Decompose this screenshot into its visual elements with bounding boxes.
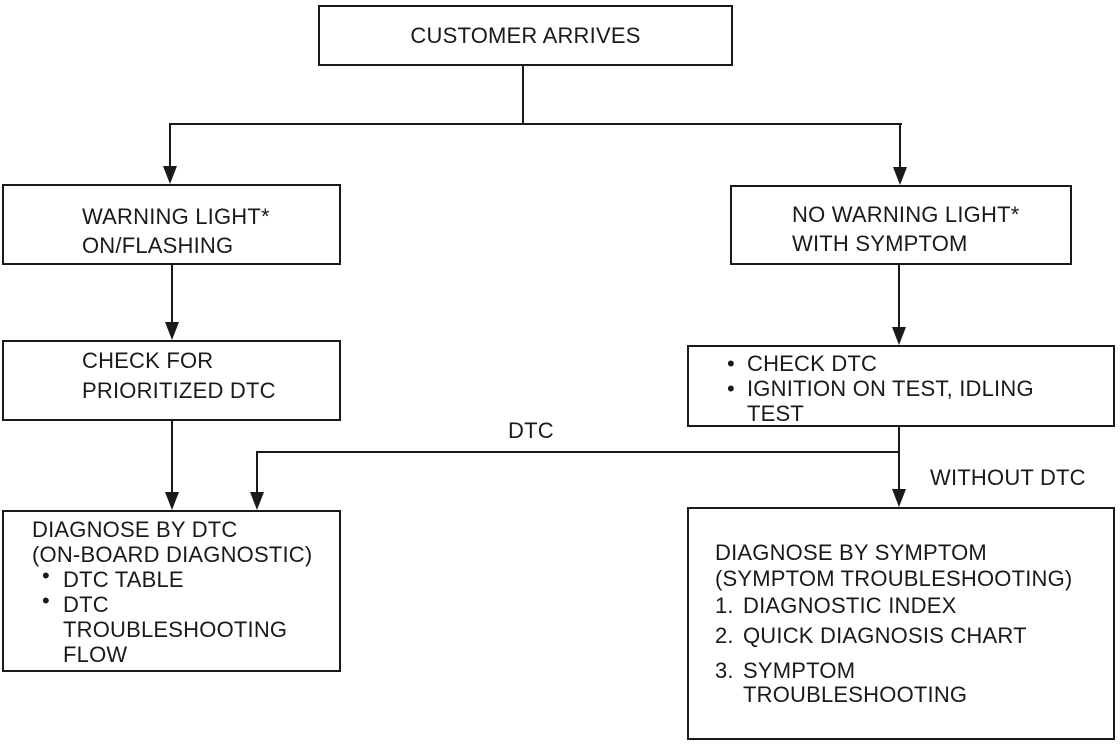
bullet-item: • IGNITION ON TEST, IDLING TEST bbox=[689, 376, 1113, 426]
bullet-item: • DTC TABLE bbox=[4, 563, 339, 592]
bullet-item: • DTC TROUBLESHOOTING FLOW bbox=[4, 588, 339, 667]
node-no-warning-light: NO WARNING LIGHT* WITH SYMPTOM bbox=[730, 185, 1072, 265]
node-text-line: DTC bbox=[63, 592, 109, 617]
numbered-item: 1. DIAGNOSTIC INDEX bbox=[689, 594, 1113, 618]
item-number: 3. bbox=[715, 658, 734, 683]
node-text-line: FLOW bbox=[63, 642, 128, 667]
connector-customer-stem bbox=[522, 66, 524, 124]
node-text-line: CHECK FOR bbox=[82, 348, 214, 373]
node-text-line: (ON-BOARD DIAGNOSTIC) bbox=[32, 542, 313, 567]
arrowhead-diagnose-dtc-right-icon bbox=[250, 492, 264, 510]
node-text-line: ON/FLASHING bbox=[82, 233, 234, 258]
arrowhead-warning-light-icon bbox=[163, 166, 177, 184]
node-text-line: (SYMPTOM TROUBLESHOOTING) bbox=[715, 566, 1073, 591]
connector-drop-warning-light bbox=[169, 123, 171, 167]
item-number: 2. bbox=[715, 623, 734, 648]
node-check-dtc-tests: • CHECK DTC • IGNITION ON TEST, IDLING T… bbox=[687, 345, 1115, 427]
node-text-line: CHECK DTC bbox=[747, 351, 878, 376]
connector-drop-no-warning-light bbox=[899, 123, 901, 168]
bullet-icon: • bbox=[42, 588, 50, 613]
node-text-line: WARNING LIGHT* bbox=[82, 204, 270, 229]
node-text-line: TROUBLESHOOTING bbox=[743, 682, 968, 707]
item-number: 1. bbox=[715, 593, 734, 618]
node-text-line: DIAGNOSTIC INDEX bbox=[743, 593, 957, 618]
node-diagnose-by-dtc: DIAGNOSE BY DTC (ON-BOARD DIAGNOSTIC) • … bbox=[2, 510, 341, 672]
connector-checkdtc-down bbox=[898, 427, 900, 490]
bullet-icon: • bbox=[42, 563, 50, 588]
node-text-line: DTC TABLE bbox=[63, 567, 184, 592]
node-text-line: CUSTOMER ARRIVES bbox=[410, 23, 641, 48]
connector-dtc-horizontal bbox=[257, 451, 900, 453]
node-check-prioritized-dtc: CHECK FOR PRIORITIZED DTC bbox=[2, 340, 341, 421]
node-text-line: DIAGNOSE BY SYMPTOM bbox=[715, 540, 987, 565]
connector-branch-horizontal bbox=[169, 123, 902, 125]
node-text-line: NO WARNING LIGHT* bbox=[792, 202, 1020, 227]
node-diagnose-by-symptom: DIAGNOSE BY SYMPTOM (SYMPTOM TROUBLESHOO… bbox=[687, 507, 1115, 740]
arrowhead-check-dtc-icon bbox=[892, 327, 906, 345]
connector-warning-to-check bbox=[171, 265, 173, 323]
node-warning-light: WARNING LIGHT* ON/FLASHING bbox=[2, 184, 341, 265]
connector-dtc-drop bbox=[256, 451, 258, 493]
node-text-line: WITH SYMPTOM bbox=[792, 231, 968, 256]
node-text-line: TROUBLESHOOTING bbox=[63, 617, 288, 642]
bullet-icon: • bbox=[727, 376, 735, 401]
edge-label-without-dtc: WITHOUT DTC bbox=[930, 465, 1086, 490]
bullet-icon: • bbox=[727, 351, 735, 376]
numbered-item: 3. SYMPTOM TROUBLESHOOTING bbox=[689, 659, 1113, 707]
node-text-line: SYMPTOM bbox=[743, 658, 856, 683]
arrowhead-diagnose-symptom-icon bbox=[892, 489, 906, 507]
connector-nowarning-to-checkdtc bbox=[898, 265, 900, 328]
arrowhead-check-prioritized-icon bbox=[165, 322, 179, 340]
node-customer-arrives: CUSTOMER ARRIVES bbox=[318, 5, 733, 66]
arrowhead-no-warning-light-icon bbox=[893, 167, 907, 185]
node-text-line: IGNITION ON TEST, IDLING bbox=[747, 376, 1034, 401]
connector-check-to-diagnose-dtc bbox=[171, 421, 173, 493]
node-text-line: PRIORITIZED DTC bbox=[82, 378, 276, 403]
node-text-line: DIAGNOSE BY DTC bbox=[32, 517, 238, 542]
bullet-item: • CHECK DTC bbox=[689, 351, 1113, 376]
node-text-line: TEST bbox=[747, 401, 805, 426]
edge-label-dtc: DTC bbox=[508, 418, 554, 443]
node-text-line: QUICK DIAGNOSIS CHART bbox=[743, 623, 1027, 648]
arrowhead-diagnose-dtc-left-icon bbox=[165, 492, 179, 510]
numbered-item: 2. QUICK DIAGNOSIS CHART bbox=[689, 624, 1113, 648]
